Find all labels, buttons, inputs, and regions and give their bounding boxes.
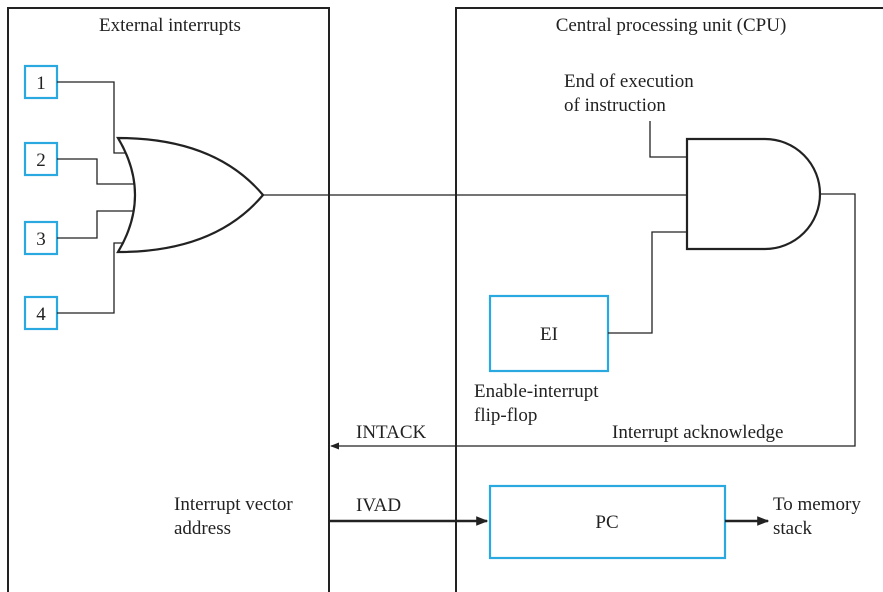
external-panel-title: External interrupts [99, 15, 241, 36]
and-gate [685, 137, 822, 251]
cpu-panel-title: Central processing unit (CPU) [556, 15, 787, 36]
ei-caption-1: Enable-interrupt [474, 381, 599, 402]
end-of-execution-label-2: of instruction [564, 95, 666, 116]
ei-caption-2: flip-flop [474, 405, 537, 426]
interrupt-wire-3 [57, 210, 135, 239]
or-gate [116, 136, 265, 254]
intack-wire [330, 193, 856, 450]
cpu-panel-frame [455, 7, 883, 592]
interrupt-wire-4 [57, 242, 126, 314]
interrupt-label-1: 1 [36, 73, 46, 94]
interrupt-wire-1 [57, 81, 126, 154]
memory-stack-label-2: stack [773, 518, 813, 539]
interrupt-label-2: 2 [36, 150, 46, 171]
ivad-label: IVAD [356, 495, 401, 516]
ivad-source-label-2: address [174, 518, 231, 539]
interrupt-label-4: 4 [36, 304, 46, 325]
interrupt-label-3: 3 [36, 229, 46, 250]
end-of-execution-label-1: End of execution [564, 71, 694, 92]
intack-label: INTACK [356, 422, 427, 443]
ei-label: EI [540, 324, 558, 345]
pc-label: PC [595, 512, 618, 533]
interrupt-wire-2 [57, 158, 135, 185]
interrupt-acknowledge-label: Interrupt acknowledge [612, 422, 783, 443]
end-of-execution-wire [649, 121, 687, 158]
external-panel-frame [7, 7, 330, 592]
interrupt-box-3 [23, 220, 59, 256]
ei-box [488, 294, 610, 373]
ivad-source-label-1: Interrupt vector [174, 494, 293, 515]
memory-stack-label-1: To memory [773, 494, 861, 515]
ei-to-and-wire [608, 231, 687, 334]
interrupt-box-4 [23, 295, 59, 331]
